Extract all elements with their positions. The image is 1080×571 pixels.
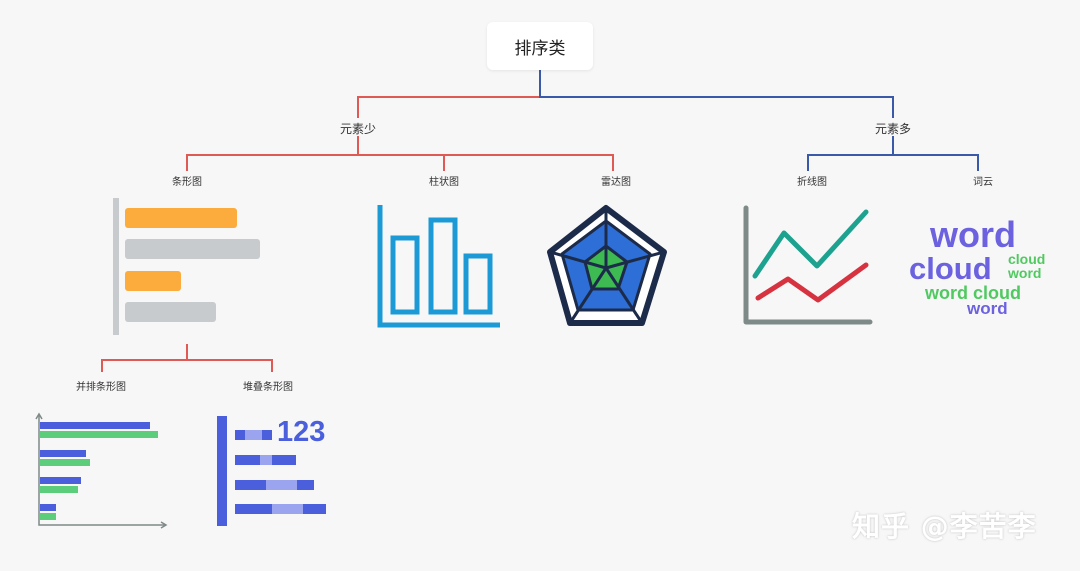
watermark: 知乎 @李苦李 [852,510,1037,543]
connector-few-children [186,154,614,171]
bar-chart-icon [113,198,260,335]
line-chart-icon [743,205,873,325]
word-cloud-word-5: word cloud [924,283,1021,303]
word-cloud-word-1: word [929,214,1016,255]
word-cloud-word-4: word [1007,265,1041,281]
column-chart-icon [377,205,500,328]
connectors-many [539,70,979,171]
leaf-stacked-bar-label: 堆叠条形图 [243,382,293,393]
stacked-bar-number: 123 [277,416,325,448]
connector-root-to-few [357,70,541,118]
branch-few-label: 元素少 [339,122,377,136]
word-cloud-icon: word cloud cloud word word cloud word [909,214,1045,318]
leaf-wordcloud-label: 词云 [973,177,993,188]
leaf-bar-label: 条形图 [172,177,202,188]
branch-many-label: 元素多 [874,122,912,136]
leaf-grouped-bar-label: 并排条形图 [76,382,126,393]
root-node: 排序类 [487,22,593,70]
connector-bar-children [101,359,273,372]
connector-root-to-many [539,70,894,118]
stacked-bar-chart-icon: 123 [217,416,326,526]
word-cloud-word-3: cloud [1008,251,1045,267]
grouped-bar-chart-icon [35,412,168,529]
leaf-radar-label: 雷达图 [601,177,631,188]
leaf-column-label: 柱状图 [429,177,459,188]
root-label: 排序类 [514,38,566,59]
word-cloud-word-2: cloud [909,251,992,286]
connector-many-children [807,154,979,171]
leaf-line-label: 折线图 [797,177,827,188]
radar-chart-icon [547,205,667,326]
word-cloud-word-6: word [966,299,1008,318]
